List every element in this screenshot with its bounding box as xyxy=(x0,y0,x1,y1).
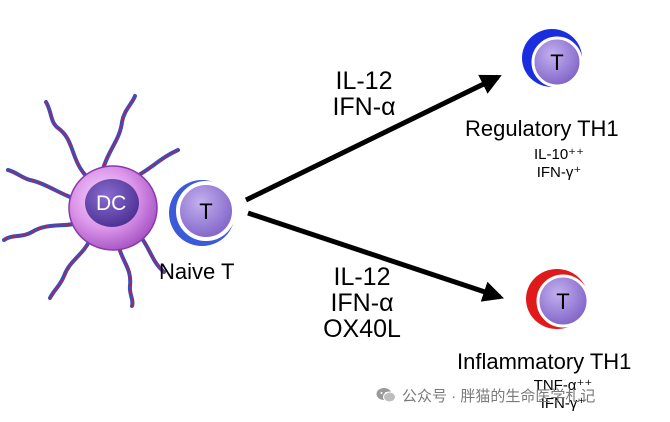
dendrite xyxy=(117,243,134,307)
dendrite xyxy=(3,221,83,241)
wechat-icon xyxy=(376,388,396,403)
naive-t-letter: T xyxy=(199,199,213,224)
watermark-text: 公众号 · 胖猫的生命医学札记 xyxy=(402,388,596,405)
lower-signals: IL-12 IFN-α OX40L xyxy=(316,264,408,342)
dendrite xyxy=(45,101,89,179)
dendrite xyxy=(7,169,81,201)
upper-signals: IL-12 IFN-α xyxy=(329,68,399,120)
signal-label: IL-12 xyxy=(333,263,391,291)
dendrite xyxy=(49,239,91,299)
dendritic-cell-nucleus xyxy=(85,179,139,227)
cytokine-label: IFN-γ⁺ xyxy=(540,395,586,412)
inflammatory-t-letter: T xyxy=(556,289,570,314)
dc-label: DC xyxy=(96,192,127,215)
inflammatory-t-cell xyxy=(536,274,590,328)
watermark: 公众号 · 胖猫的生命医学札记 xyxy=(376,385,595,406)
cytokine-label: TNF-α⁺⁺ xyxy=(533,377,593,394)
naive-t-cell xyxy=(176,181,236,241)
dendrite xyxy=(101,95,136,173)
cytokine-label: IFN-γ⁺ xyxy=(536,164,582,181)
cytokine-label: IL-10⁺⁺ xyxy=(533,146,585,163)
inflammatory-th1-title: Inflammatory TH1 xyxy=(457,349,632,374)
inflammatory-cytokines: TNF-α⁺⁺ IFN-γ⁺ xyxy=(518,377,608,413)
arrow-to-regulatory xyxy=(244,74,502,203)
regulatory-th1-title: Regulatory TH1 xyxy=(465,116,619,141)
regulatory-t-cell xyxy=(531,36,583,88)
signal-label: IFN-α xyxy=(330,289,394,317)
signal-label: OX40L xyxy=(323,315,401,343)
regulatory-cytokines: IL-10⁺⁺ IFN-γ⁺ xyxy=(514,146,604,182)
dendrite xyxy=(129,149,179,181)
dendrite xyxy=(44,100,90,180)
signal-label: IL-12 xyxy=(335,67,393,95)
signal-label: IFN-α xyxy=(332,93,396,121)
arrow-to-inflammatory xyxy=(247,210,504,302)
regulatory-t-letter: T xyxy=(550,50,564,75)
naive-t-caption: Naive T xyxy=(159,259,235,284)
dendrite xyxy=(2,220,84,242)
